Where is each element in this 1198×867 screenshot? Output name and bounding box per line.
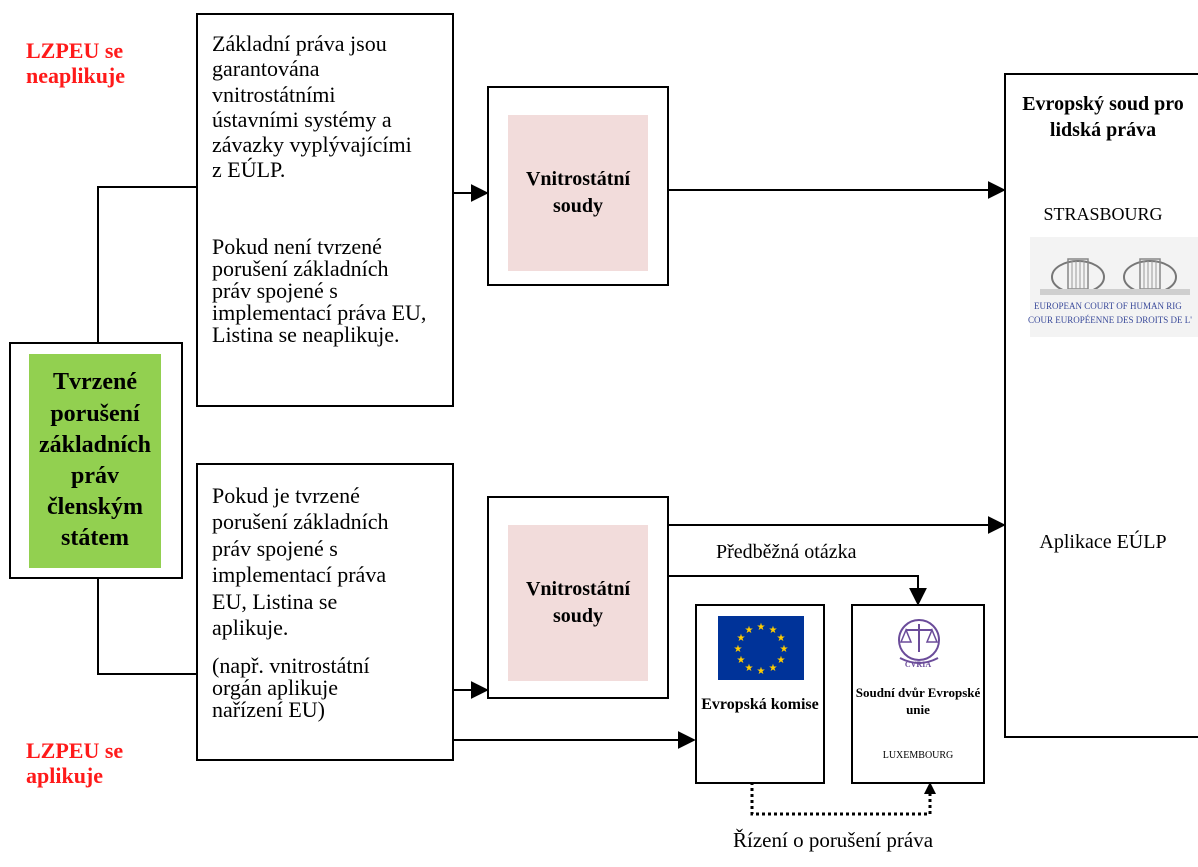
- eu-flag-icon: ★★★ ★★★ ★★★ ★★★: [718, 616, 804, 680]
- national-courts-bottom-label: Vnitrostátní soudy: [508, 525, 648, 681]
- alleged-violation-box: Tvrzené porušení základních práv členský…: [9, 342, 183, 579]
- svg-text:★: ★: [757, 622, 766, 633]
- preliminary-question-label: Předběžná otázka: [716, 541, 857, 563]
- not-applied-para-1: Základní práva jsou garantována vnitrost…: [212, 31, 412, 183]
- infringement-procedure-label: Řízení o porušení práva: [733, 828, 934, 852]
- label-charter-not-applied: LZPEU se neaplikuje: [26, 38, 126, 89]
- cvria-logo-text: CVRIA: [904, 660, 932, 669]
- not-applied-para-2: Pokud není tvrzené porušení základních p…: [212, 234, 427, 347]
- echr-title: Evropský soud pro lidská práva: [1022, 93, 1184, 141]
- applied-para-2: (např. vnitrostátní orgán aplikuje naříz…: [212, 653, 370, 722]
- applied-explanation-box: Pokud je tvrzené porušení základních prá…: [196, 463, 454, 761]
- national-courts-top-label: Vnitrostátní soudy: [508, 115, 648, 271]
- echr-building-icon: [1040, 258, 1190, 295]
- connector-left-top: [97, 186, 196, 343]
- cjeu-city: LUXEMBOURG: [882, 750, 954, 761]
- cjeu-box: CVRIA Soudní dvůr Evropské unie LUXEMBOU…: [851, 604, 985, 784]
- echr-logo-text-fr: COUR EUROPÉENNE DES DROITS DE L': [1028, 315, 1192, 325]
- arrow-preliminary-question: [668, 575, 927, 606]
- european-commission-label: Evropská komise: [701, 696, 819, 713]
- svg-text:★: ★: [737, 633, 746, 644]
- svg-text:★: ★: [745, 625, 754, 636]
- connector-left-bottom: [97, 578, 196, 675]
- alleged-violation-label: Tvrzené porušení základních práv členský…: [29, 354, 161, 568]
- svg-text:★: ★: [757, 666, 766, 677]
- cvria-logo-icon: [898, 619, 940, 664]
- echr-city: STRASBOURG: [1043, 204, 1163, 224]
- svg-text:★: ★: [777, 633, 786, 644]
- applied-para-1: Pokud je tvrzené porušení základních prá…: [212, 483, 389, 640]
- dotted-infringement-line: [750, 782, 932, 816]
- svg-text:★: ★: [745, 663, 754, 674]
- echr-building-logo: EUROPEAN COURT OF HUMAN RIG COUR EUROPÉE…: [1028, 237, 1198, 337]
- echr-application-label: Aplikace EÚLP: [1039, 531, 1167, 553]
- dotted-arrow-head: [924, 782, 936, 794]
- not-applied-explanation-box: Základní práva jsou garantována vnitrost…: [196, 13, 454, 407]
- cjeu-label: Soudní dvůr Evropské unie: [855, 685, 981, 717]
- svg-text:★: ★: [737, 655, 746, 666]
- svg-text:★: ★: [734, 644, 743, 655]
- svg-text:★: ★: [780, 644, 789, 655]
- national-courts-top: Vnitrostátní soudy: [487, 86, 669, 286]
- label-charter-applied: LZPEU se aplikuje: [26, 738, 124, 789]
- european-commission-box: ★★★ ★★★ ★★★ ★★★ Evropská komise: [695, 604, 825, 784]
- svg-text:★: ★: [769, 625, 778, 636]
- echr-logo-text-en: EUROPEAN COURT OF HUMAN RIG: [1034, 301, 1182, 311]
- svg-text:★: ★: [769, 663, 778, 674]
- echr-box: Evropský soud pro lidská práva STRASBOUR…: [1004, 73, 1198, 738]
- svg-text:★: ★: [777, 655, 786, 666]
- national-courts-bottom: Vnitrostátní soudy: [487, 496, 669, 699]
